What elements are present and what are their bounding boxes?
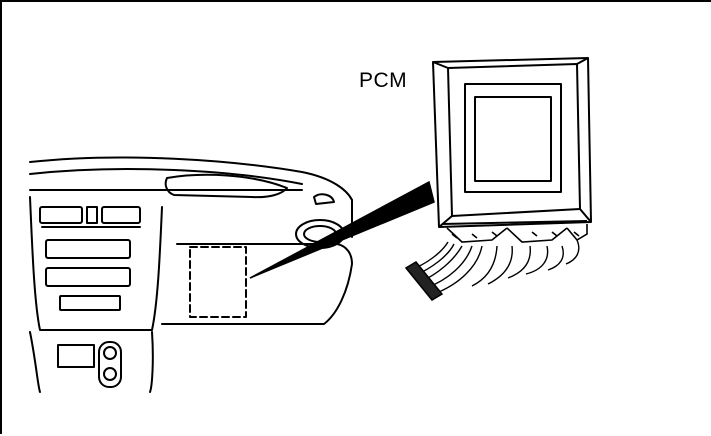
dash-vent-small: [313, 193, 335, 205]
lighter-knob-lower: [103, 367, 117, 381]
lighter-knob-upper: [103, 346, 117, 360]
lighter-outline: [98, 341, 122, 388]
pcm-connectors: [441, 220, 588, 243]
pcm-location-marker: [189, 246, 247, 318]
center-vent-right: [101, 206, 141, 224]
center-vent-left: [39, 206, 83, 224]
dashboard-outline: [29, 156, 353, 393]
defroster-slot: [164, 173, 288, 199]
hazard-switch: [86, 206, 98, 224]
ashtray: [57, 344, 95, 368]
pointer-wedge: [249, 180, 435, 279]
pcm-module: [432, 57, 592, 228]
pcm-label: PCM: [359, 69, 408, 92]
radio-slot-upper: [45, 239, 131, 259]
harness-end-connector: [404, 261, 444, 301]
radio-slot-lower: [45, 267, 131, 287]
climate-panel: [59, 295, 121, 311]
